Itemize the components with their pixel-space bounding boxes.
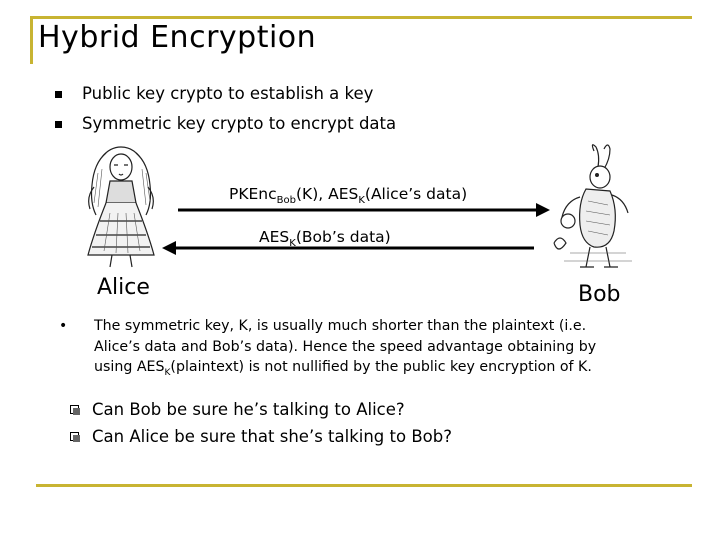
note-paragraph: The symmetric key, K, is usually much sh… [94, 318, 597, 378]
bob-illustration [553, 144, 632, 268]
question-text: Can Alice be sure that she’s talking to … [92, 427, 452, 446]
bullet-item: Public key crypto to establish a key [55, 84, 373, 103]
question-item: Can Alice be sure that she’s talking to … [70, 427, 452, 446]
alice-illustration [87, 146, 155, 268]
checkbox-bullet-icon [70, 405, 80, 415]
title-frame-left [30, 16, 33, 64]
footer-rule [36, 484, 692, 487]
question-item: Can Bob be sure he’s talking to Alice? [70, 400, 405, 419]
bob-label: Bob [578, 282, 621, 307]
title-frame-top [30, 16, 692, 19]
slide-title: Hybrid Encryption [38, 20, 317, 55]
arrow-right-head [536, 203, 550, 217]
bullet-text: Symmetric key crypto to encrypt data [82, 114, 397, 133]
arrow-left-head [162, 241, 176, 255]
note-bullet: • [59, 318, 68, 334]
alice-label: Alice [97, 275, 150, 300]
question-text: Can Bob be sure he’s talking to Alice? [92, 400, 405, 419]
bullet-item: Symmetric key crypto to encrypt data [55, 114, 396, 133]
arrow-right-label: PKEncBob(K), AESK(Alice’s data) [229, 185, 468, 207]
arrow-left-label: AESK(Bob’s data) [259, 228, 391, 250]
square-bullet-icon [55, 120, 62, 128]
square-bullet-icon [55, 90, 62, 98]
message-arrows [162, 203, 550, 255]
bullet-text: Public key crypto to establish a key [82, 84, 374, 103]
checkbox-bullet-icon [70, 432, 80, 442]
